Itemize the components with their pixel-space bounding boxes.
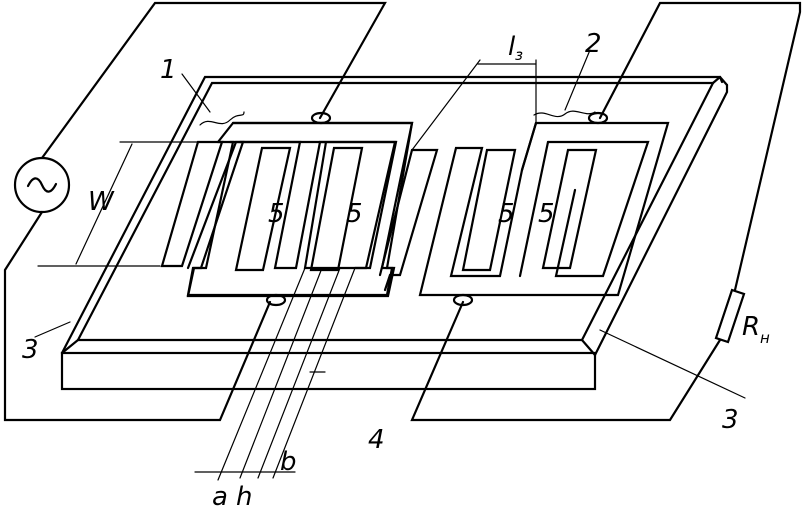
- finger-label-2: 5: [346, 199, 363, 229]
- electrode-markers: [181, 49, 596, 126]
- right-finger-slots: [461, 148, 598, 272]
- right-electrode: [418, 121, 670, 297]
- substrate-label: 4: [368, 425, 385, 455]
- center-strip: [378, 148, 439, 292]
- dim-a-label: a: [212, 482, 228, 510]
- load-letter: R: [742, 312, 760, 342]
- wiring: [3, 1, 802, 422]
- load-sub: н: [760, 329, 770, 347]
- load-resistor-icon: [714, 288, 746, 344]
- dimension-lines: [34, 59, 746, 481]
- dim-h-label: h: [236, 482, 252, 510]
- dim-b-label: b: [280, 447, 297, 477]
- finger-label-4: 5: [538, 199, 555, 229]
- contact-points: [265, 111, 609, 307]
- gap-length-label: l з: [508, 32, 523, 64]
- gap-length-letter: l: [508, 32, 516, 62]
- finger-label-1: 5: [268, 199, 285, 229]
- load-label: R н: [742, 312, 770, 347]
- gap-length-sub: з: [515, 46, 523, 64]
- left-finger-slots: [234, 146, 364, 272]
- left-electrode: [186, 121, 414, 297]
- finger-label-3: 5: [498, 199, 515, 229]
- edge-right-label: 3: [722, 405, 739, 435]
- electrode-2-label: 2: [585, 29, 602, 59]
- edge-left-label: 3: [22, 335, 39, 365]
- electrode-1-label: 1: [160, 55, 177, 85]
- ac-source-icon: [13, 156, 71, 214]
- width-label: W: [88, 187, 115, 217]
- substrate-plate: [60, 75, 729, 391]
